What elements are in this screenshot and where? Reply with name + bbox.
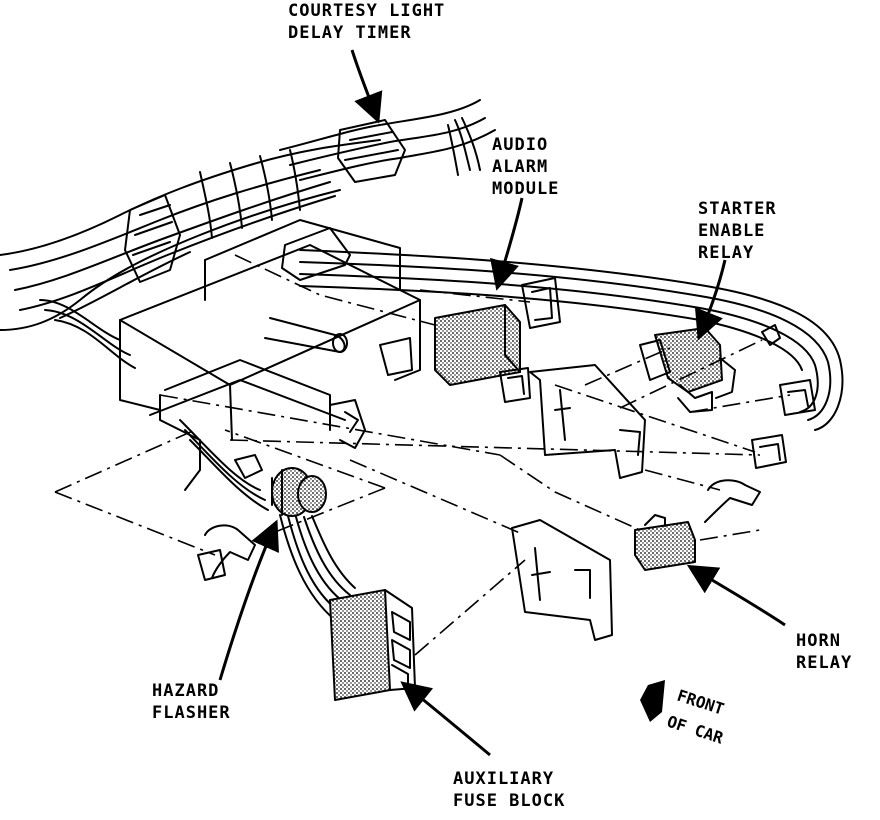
mounting-bracket xyxy=(119,219,421,491)
label-hazard-flasher: HAZARD FLASHER xyxy=(152,681,231,723)
right-clips xyxy=(704,379,816,523)
arrow-audio-alarm xyxy=(490,197,524,291)
hazard-flasher xyxy=(271,467,327,517)
audio-alarm-module xyxy=(434,277,561,386)
label-audio-alarm-module: AUDIO ALARM MODULE xyxy=(492,135,560,199)
main-harness xyxy=(0,139,381,369)
label-horn-relay: HORN RELAY xyxy=(796,631,853,673)
front-of-car-label: FRONT OF CAR xyxy=(665,686,727,748)
lower-bracket xyxy=(511,519,613,641)
front-of-car-icon xyxy=(640,680,665,722)
horn-relay xyxy=(634,514,696,571)
upper-harness xyxy=(279,99,496,183)
alignment-lines xyxy=(54,254,791,656)
arrow-courtesy-light xyxy=(350,49,383,124)
auxiliary-fuse-block xyxy=(329,589,416,701)
arrow-hazard-flasher xyxy=(218,519,279,681)
bracket-tabs xyxy=(379,337,413,376)
svg-text:FRONT: FRONT xyxy=(675,686,727,719)
arrow-horn-relay xyxy=(686,564,786,627)
label-auxiliary-fuse-block: AUXILIARY FUSE BLOCK xyxy=(453,769,566,811)
relay-plate xyxy=(499,364,646,479)
arrow-aux-fuse xyxy=(400,681,491,757)
arrow-starter-enable xyxy=(694,259,727,341)
label-starter-enable-relay: STARTER ENABLE RELAY xyxy=(698,199,777,263)
flasher-wires xyxy=(179,419,269,511)
label-courtesy-light-delay-timer: COURTESY LIGHT DELAY TIMER xyxy=(288,1,446,43)
leader-arrows xyxy=(218,49,786,757)
left-clip xyxy=(197,524,256,581)
